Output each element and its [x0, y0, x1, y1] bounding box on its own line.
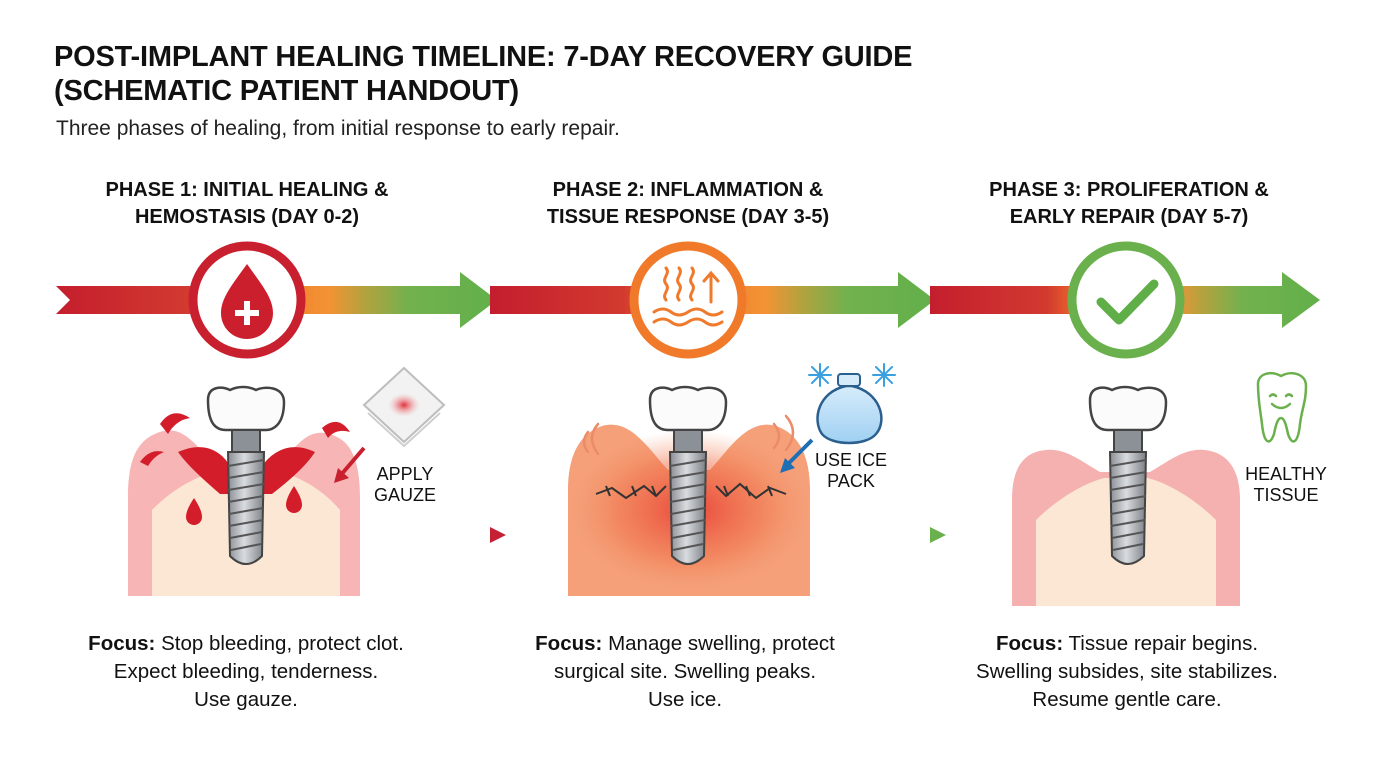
page-title: POST-IMPLANT HEALING TIMELINE: 7-DAY REC… — [54, 41, 913, 107]
phase-1-illustration — [128, 366, 446, 596]
phase-1-title: PHASE 1: INITIAL HEALING & HEMOSTASIS (D… — [105, 179, 389, 228]
page-subtitle: Three phases of healing, from initial re… — [56, 117, 620, 140]
phase-2-illustration — [568, 363, 896, 596]
check-mark-icon — [1067, 241, 1185, 359]
phase-3-focus: Focus: Tissue repair begins. Swelling su… — [917, 630, 1337, 714]
phase-3-focus-line-2: Swelling subsides, site stabilizes. — [976, 660, 1278, 683]
blood-drop-plus-icon — [188, 241, 306, 359]
phase-2-title: PHASE 2: INFLAMMATION & TISSUE RESPONSE … — [546, 179, 830, 228]
phase-3-focus-line-3: Resume gentle care. — [1032, 688, 1222, 711]
phase-3-focus-line-1: Tissue repair begins. — [1068, 632, 1259, 655]
connector-arrow-2 — [872, 527, 946, 543]
phase-2-focus-line-3: Use ice. — [647, 688, 723, 711]
phase-1-focus: Focus: Stop bleeding, protect clot. Expe… — [36, 630, 456, 714]
phase-2-focus: Focus: Manage swelling, protect surgical… — [475, 630, 895, 714]
phase-3-title: PHASE 3: PROLIFERATION & EARLY REPAIR (D… — [989, 179, 1269, 228]
phase-2-focus-line-2: surgical site. Swelling peaks. — [553, 660, 817, 683]
phase-1-focus-line-3: Use gauze. — [194, 688, 298, 711]
gauze-icon — [362, 366, 446, 448]
focus-label: Focus: — [88, 632, 156, 655]
apply-gauze-callout: APPLY GAUZE — [373, 464, 436, 505]
phase-2-focus-line-1: Manage swelling, protect — [608, 632, 835, 655]
focus-label: Focus: — [535, 632, 603, 655]
phase-1-focus-line-2: Expect bleeding, tenderness. — [113, 660, 379, 683]
heat-waves-arrow-icon — [629, 241, 747, 359]
use-ice-pack-callout: USE ICE PACK — [814, 450, 888, 491]
smiling-tooth-icon — [1256, 372, 1308, 443]
phase-1-focus-line-1: Stop bleeding, protect clot. — [161, 632, 404, 655]
ice-pack-icon — [808, 363, 896, 445]
healthy-tissue-callout: HEALTHY TISSUE — [1245, 464, 1327, 505]
focus-label: Focus: — [995, 632, 1064, 655]
phase-3-illustration — [1012, 372, 1308, 606]
connector-arrow-1 — [428, 527, 506, 543]
